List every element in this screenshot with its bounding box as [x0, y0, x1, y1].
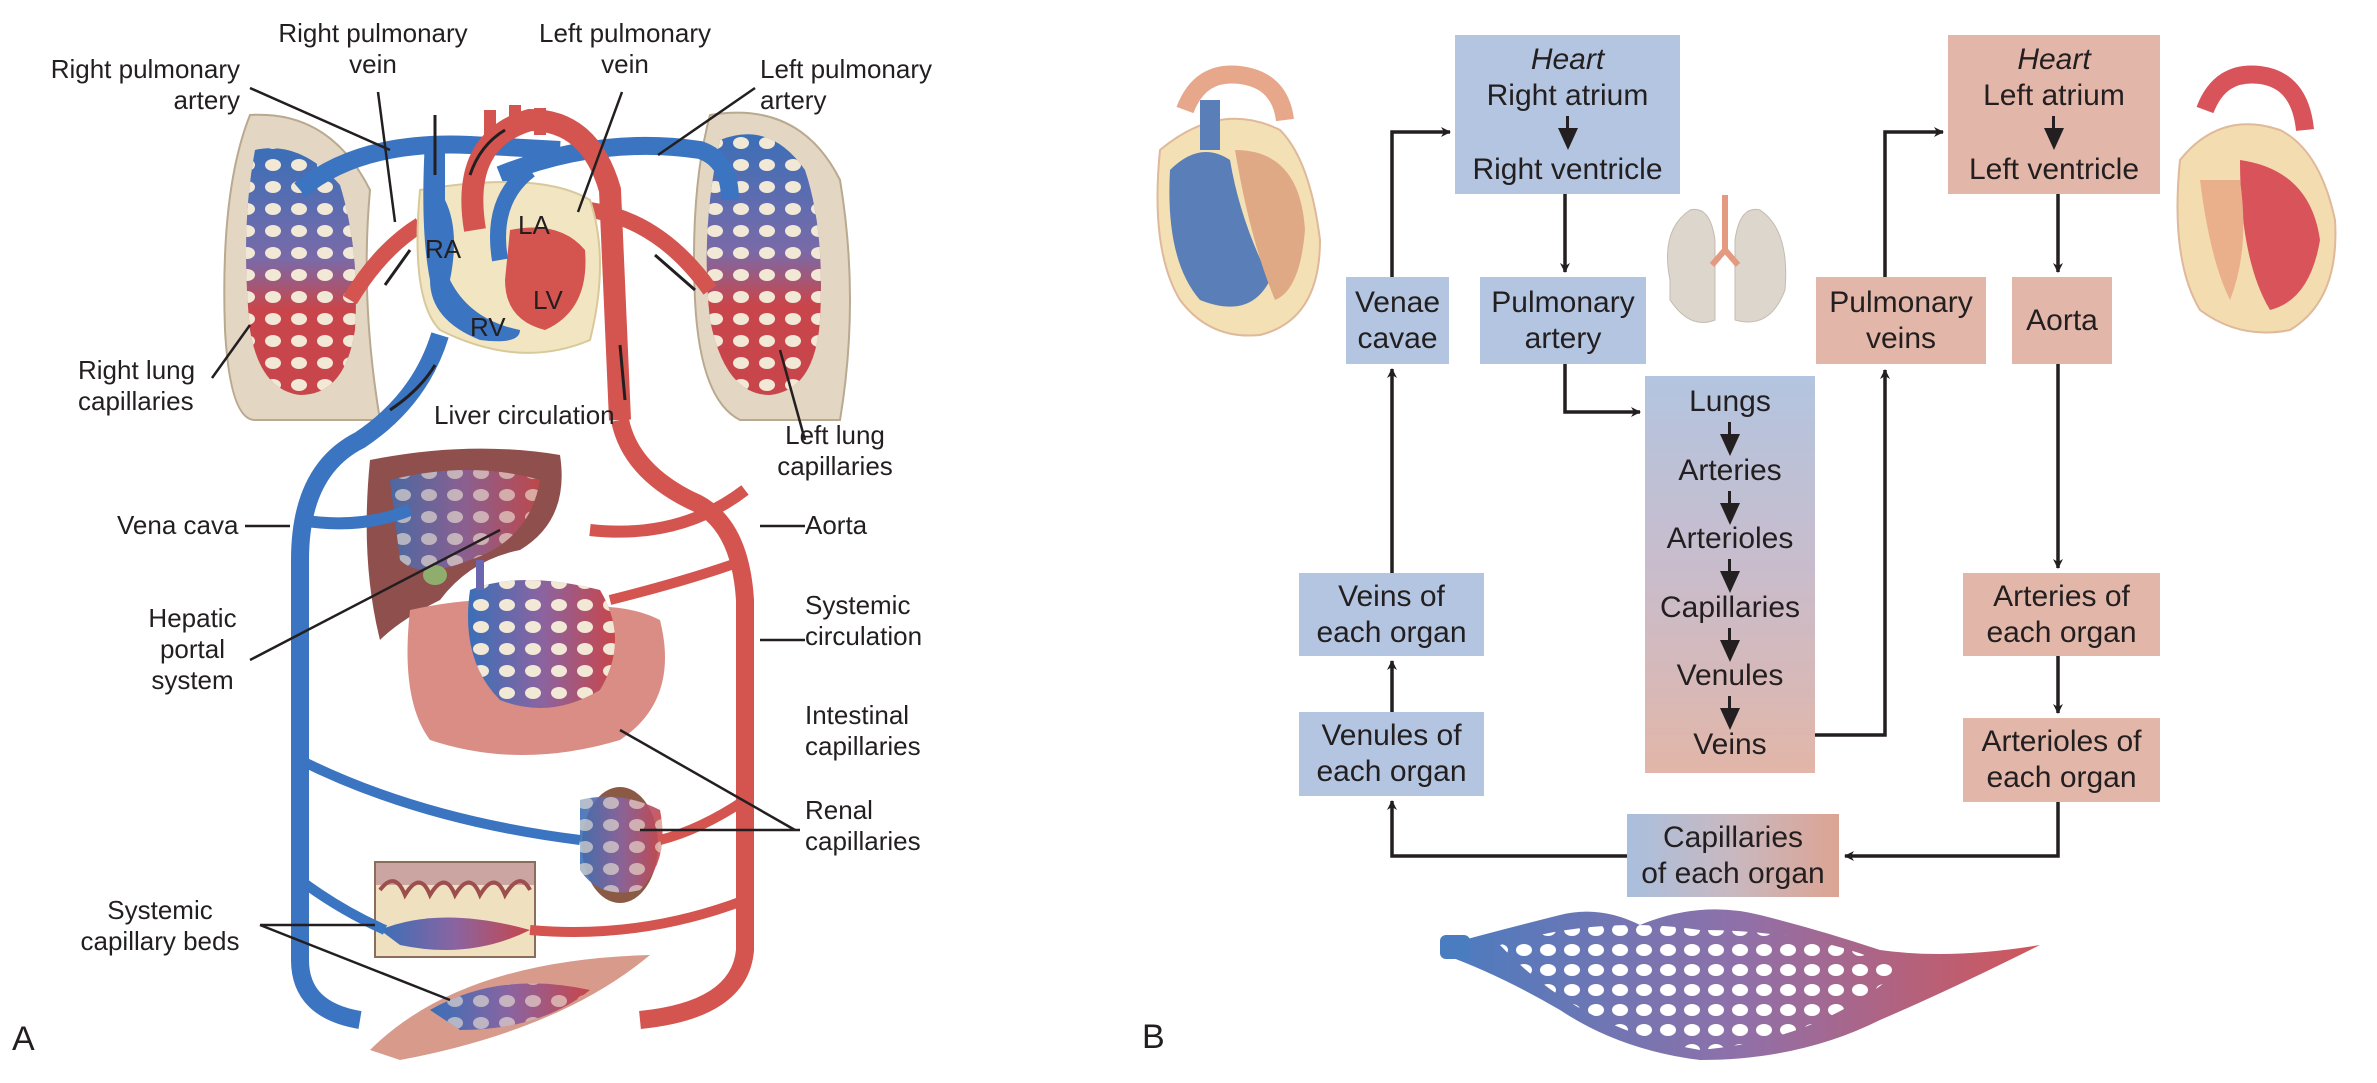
left-heart-title: Heart: [2017, 42, 2091, 76]
right-pulmonary-artery-vessel: [294, 135, 561, 198]
panel-letter-b: B: [1142, 1018, 1165, 1056]
arrow-capillaries-to-venules: [1387, 800, 1627, 858]
box-venules-of-each-organ: Venules of each organ: [1299, 712, 1484, 796]
lungs-illustration: [1667, 195, 1787, 323]
label-intestinal-capillaries: Intestinal capillaries: [805, 700, 921, 761]
box-capillaries-of-each-organ: Capillaries of each organ: [1627, 814, 1839, 897]
down-arrow-icon: [1720, 422, 1740, 456]
veins-label: Veins: [1693, 727, 1767, 761]
aorta-vessel: [611, 417, 754, 1029]
capillary-bed-illustration: [1440, 909, 2040, 1060]
arrow-lungs-to-pulmonary-veins: [1815, 369, 1890, 737]
arrow-arterioles-to-capillaries: [1844, 802, 2060, 861]
capillaries-label: Capillaries: [1659, 590, 1801, 624]
label-lv: LV: [533, 285, 563, 315]
label-left-lung-capillaries: Left lung capillaries: [777, 420, 893, 481]
left-heart: [505, 227, 586, 330]
down-arrow-icon: [1720, 559, 1740, 593]
label-liver-circulation: Liver circulation: [434, 400, 615, 430]
down-arrow-icon: [1557, 115, 1578, 150]
label-ra: RA: [425, 234, 462, 264]
arrow-venae-cavae-to-right-atrium: [1390, 127, 1451, 277]
left-pulmonary-artery-vessel: [496, 136, 739, 201]
box-right-heart: Heart Right atrium Right ventricle: [1455, 35, 1680, 194]
box-venae-cavae: Venae cavae: [1346, 277, 1449, 364]
label-right-pulmonary-vein: Right pulmonary vein: [278, 18, 468, 79]
label-rv: RV: [470, 312, 506, 342]
down-arrow-icon: [2044, 115, 2064, 150]
box-pulmonary-veins: Pulmonary veins: [1816, 277, 1986, 364]
down-arrow-icon: [1720, 490, 1740, 525]
left-heart-illustration: [2176, 65, 2337, 334]
label-vena-cava: Vena cava: [117, 510, 239, 540]
left-ventricle-label: Left ventricle: [1968, 152, 2140, 186]
label-hepatic-portal-system: Hepatic portal system: [148, 603, 237, 695]
box-pulmonary-artery: Pulmonary artery: [1480, 277, 1646, 364]
arrow-pulmonary-veins-to-left-atrium: [1883, 127, 1944, 277]
box-arterioles-of-each-organ: Arterioles of each organ: [1963, 718, 2160, 802]
arrow-pulmonary-artery-to-lungs: [1563, 364, 1641, 417]
arteries-label: Arteries: [1678, 453, 1782, 487]
box-veins-of-each-organ: Veins of each organ: [1299, 573, 1484, 656]
panel-letter-a: A: [12, 1020, 35, 1058]
down-arrow-icon: [1720, 696, 1740, 730]
box-lungs-column: Lungs Arteries Arterioles Capillaries Ve…: [1645, 376, 1815, 773]
gallbladder: [423, 565, 447, 585]
venules-label: Venules: [1676, 659, 1784, 693]
left-atrium-label: Left atrium: [1983, 78, 2125, 112]
label-left-pulmonary-artery: Left pulmonary artery: [760, 54, 932, 115]
lungs-label: Lungs: [1689, 385, 1771, 418]
label-la: LA: [518, 210, 550, 240]
label-left-pulmonary-vein: Left pulmonary vein: [539, 18, 711, 79]
right-heart-illustration: [1156, 65, 1322, 337]
right-ventricle-label: Right ventricle: [1472, 152, 1663, 186]
right-heart-title: Heart: [1530, 42, 1605, 76]
label-right-pulmonary-artery: Right pulmonary artery: [50, 54, 240, 115]
label-systemic-capillary-beds: Systemic capillary beds: [80, 895, 240, 956]
right-pulmonary-vein-vessel: [343, 218, 425, 305]
label-aorta: Aorta: [805, 510, 868, 540]
box-left-heart: Heart Left atrium Left ventricle: [1948, 35, 2160, 194]
label-renal-capillaries: Renal capillaries: [805, 795, 921, 856]
right-atrium-label: Right atrium: [1486, 78, 1649, 112]
down-arrow-icon: [1720, 627, 1740, 662]
right-heart: [423, 140, 520, 342]
box-arteries-of-each-organ: Arteries of each organ: [1963, 573, 2160, 656]
arterioles-label: Arterioles: [1666, 522, 1794, 556]
label-right-lung-capillaries: Right lung capillaries: [78, 355, 196, 416]
box-aorta: Aorta: [2012, 277, 2112, 364]
label-systemic-circulation: Systemic circulation: [805, 590, 923, 651]
